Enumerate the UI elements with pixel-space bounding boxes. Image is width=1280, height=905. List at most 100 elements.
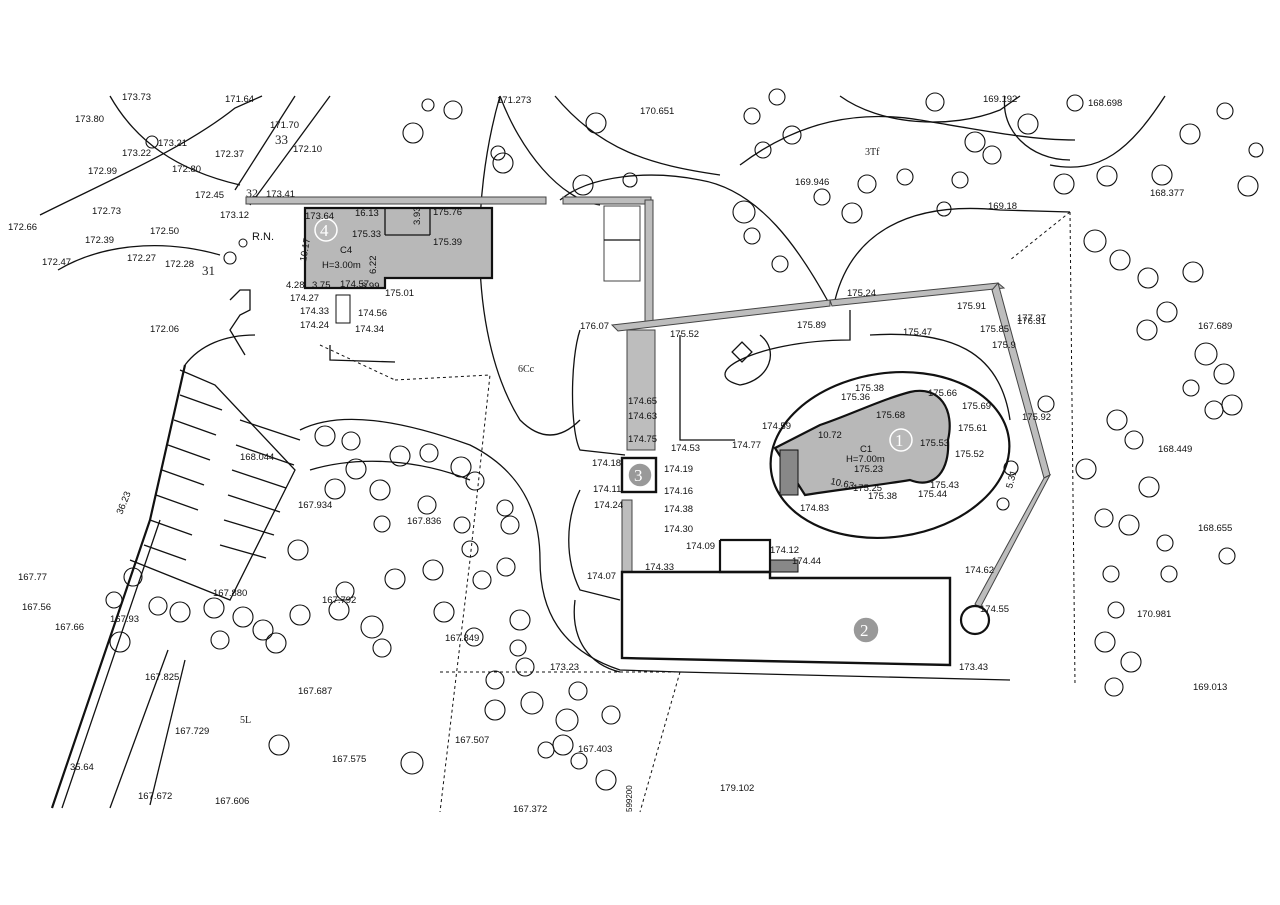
tree-icon — [1160, 565, 1178, 583]
elevation-label: 172.39 — [85, 235, 114, 246]
tree-icon — [433, 601, 455, 623]
tree-icon — [896, 168, 914, 186]
elevation-label: 173.41 — [266, 189, 295, 200]
tree-icon — [484, 699, 506, 721]
tree-icon — [360, 615, 384, 639]
elevation-label: 175.36 — [841, 392, 870, 403]
elevation-label: 170.981 — [1137, 609, 1171, 620]
marker-rn: R.N. — [252, 231, 274, 243]
elevation-label: 175.92 — [1022, 412, 1051, 423]
elevation-label: 10.63 — [829, 476, 855, 492]
elevation-label: 174.62 — [965, 565, 994, 576]
elevation-label: 174.57 — [340, 279, 369, 290]
tree-icon — [1120, 651, 1142, 673]
tree-icon — [1213, 363, 1235, 385]
tree-icon — [419, 443, 439, 463]
elevation-label: 172.28 — [165, 259, 194, 270]
elevation-label: 175.24 — [847, 288, 876, 299]
tree-icon — [1102, 565, 1120, 583]
elevation-label: 174.24 — [594, 500, 623, 511]
elevation-label: 36.23 — [115, 490, 134, 516]
boundary-walls — [245, 196, 1052, 609]
elevation-label: 167.606 — [215, 796, 249, 807]
tree-icon — [402, 122, 424, 144]
tree-icon — [996, 497, 1010, 511]
tree-icon — [964, 131, 986, 153]
tree-icon — [509, 609, 531, 631]
tree-icon — [109, 631, 131, 653]
tree-icon — [1124, 430, 1144, 450]
elevation-label: 174.27 — [290, 293, 319, 304]
elevation-label: 172.37 — [215, 149, 244, 160]
elevation-label: 167.934 — [298, 500, 332, 511]
elevation-label: 174.16 — [664, 486, 693, 497]
tree-icon — [771, 255, 789, 273]
elevation-label: 175.38 — [868, 491, 897, 502]
tree-icon — [1106, 409, 1128, 431]
elevation-label: 173.12 — [220, 210, 249, 221]
elevation-label: 174.33 — [300, 306, 329, 317]
tree-icon — [252, 619, 274, 641]
tree-icon — [1179, 123, 1201, 145]
elevation-label: 175.85 — [980, 324, 1009, 335]
tree-icon — [485, 670, 505, 690]
elevation-label: 174.07 — [587, 571, 616, 582]
tree-icon — [328, 599, 350, 621]
elevation-label: 168.655 — [1198, 523, 1232, 534]
tree-icon — [268, 734, 290, 756]
building-3-number: 3 — [634, 466, 643, 485]
tree-icon — [1138, 476, 1160, 498]
tree-icon — [443, 100, 463, 120]
tree-icon — [492, 152, 514, 174]
tree-icon — [169, 601, 191, 623]
tree-icon — [289, 604, 311, 626]
tree-icon — [461, 540, 479, 558]
elevation-label: 174.33 — [645, 562, 674, 573]
tree-icon — [841, 202, 863, 224]
elevation-label: 173.22 — [122, 148, 151, 159]
elevation-label: 172.27 — [127, 253, 156, 264]
elevation-label: 175.44 — [918, 489, 947, 500]
zone-33: 33 — [275, 132, 288, 147]
building-4[interactable]: 4 C4 H=3.00m — [303, 206, 494, 290]
tree-icon — [421, 98, 435, 112]
elevation-label: 6.22 — [368, 256, 379, 275]
tree-icon — [372, 638, 392, 658]
elevation-label: 177.37 — [1017, 313, 1046, 324]
tree-icon — [743, 107, 761, 125]
tree-icon — [743, 227, 761, 245]
elevation-label: 3.93 — [412, 207, 423, 226]
elevation-label: 175.66 — [928, 388, 957, 399]
building-2-number: 2 — [860, 621, 869, 640]
elevation-label: 3.99 — [361, 281, 380, 292]
elevation-label: 167.825 — [145, 672, 179, 683]
tree-icon — [1053, 173, 1075, 195]
tree-icon — [585, 112, 607, 134]
building-2[interactable]: 2 — [620, 570, 991, 667]
elevation-label: 167.66 — [55, 622, 84, 633]
tree-icon — [857, 174, 877, 194]
building-3[interactable]: 3 — [620, 456, 658, 494]
elevation-label: 175.38 — [855, 383, 884, 394]
building-1-number: 1 — [895, 431, 904, 450]
tree-icon — [369, 479, 391, 501]
elevation-label: 169.192 — [983, 94, 1017, 105]
elevation-label: 167.687 — [298, 686, 332, 697]
elevation-label: 3.75 — [312, 280, 331, 291]
elevation-label: 175.9 — [992, 340, 1016, 351]
elevation-label: 174.24 — [300, 320, 329, 331]
tree-icon — [1096, 165, 1118, 187]
tree-icon — [203, 597, 225, 619]
building-1[interactable]: 1 C1 H=7.00m — [760, 357, 1020, 553]
elevation-label: 174.30 — [664, 524, 693, 535]
grid-ref: 599200 — [625, 785, 634, 812]
tree-icon — [768, 88, 786, 106]
elevation-label: 174.34 — [355, 324, 384, 335]
elevation-label: 167.77 — [18, 572, 47, 583]
elevation-label: 174.83 — [800, 503, 829, 514]
elevation-label: 167.836 — [407, 516, 441, 527]
tree-icon — [265, 632, 287, 654]
tree-icon — [1221, 394, 1243, 416]
elevation-label: 172.99 — [88, 166, 117, 177]
